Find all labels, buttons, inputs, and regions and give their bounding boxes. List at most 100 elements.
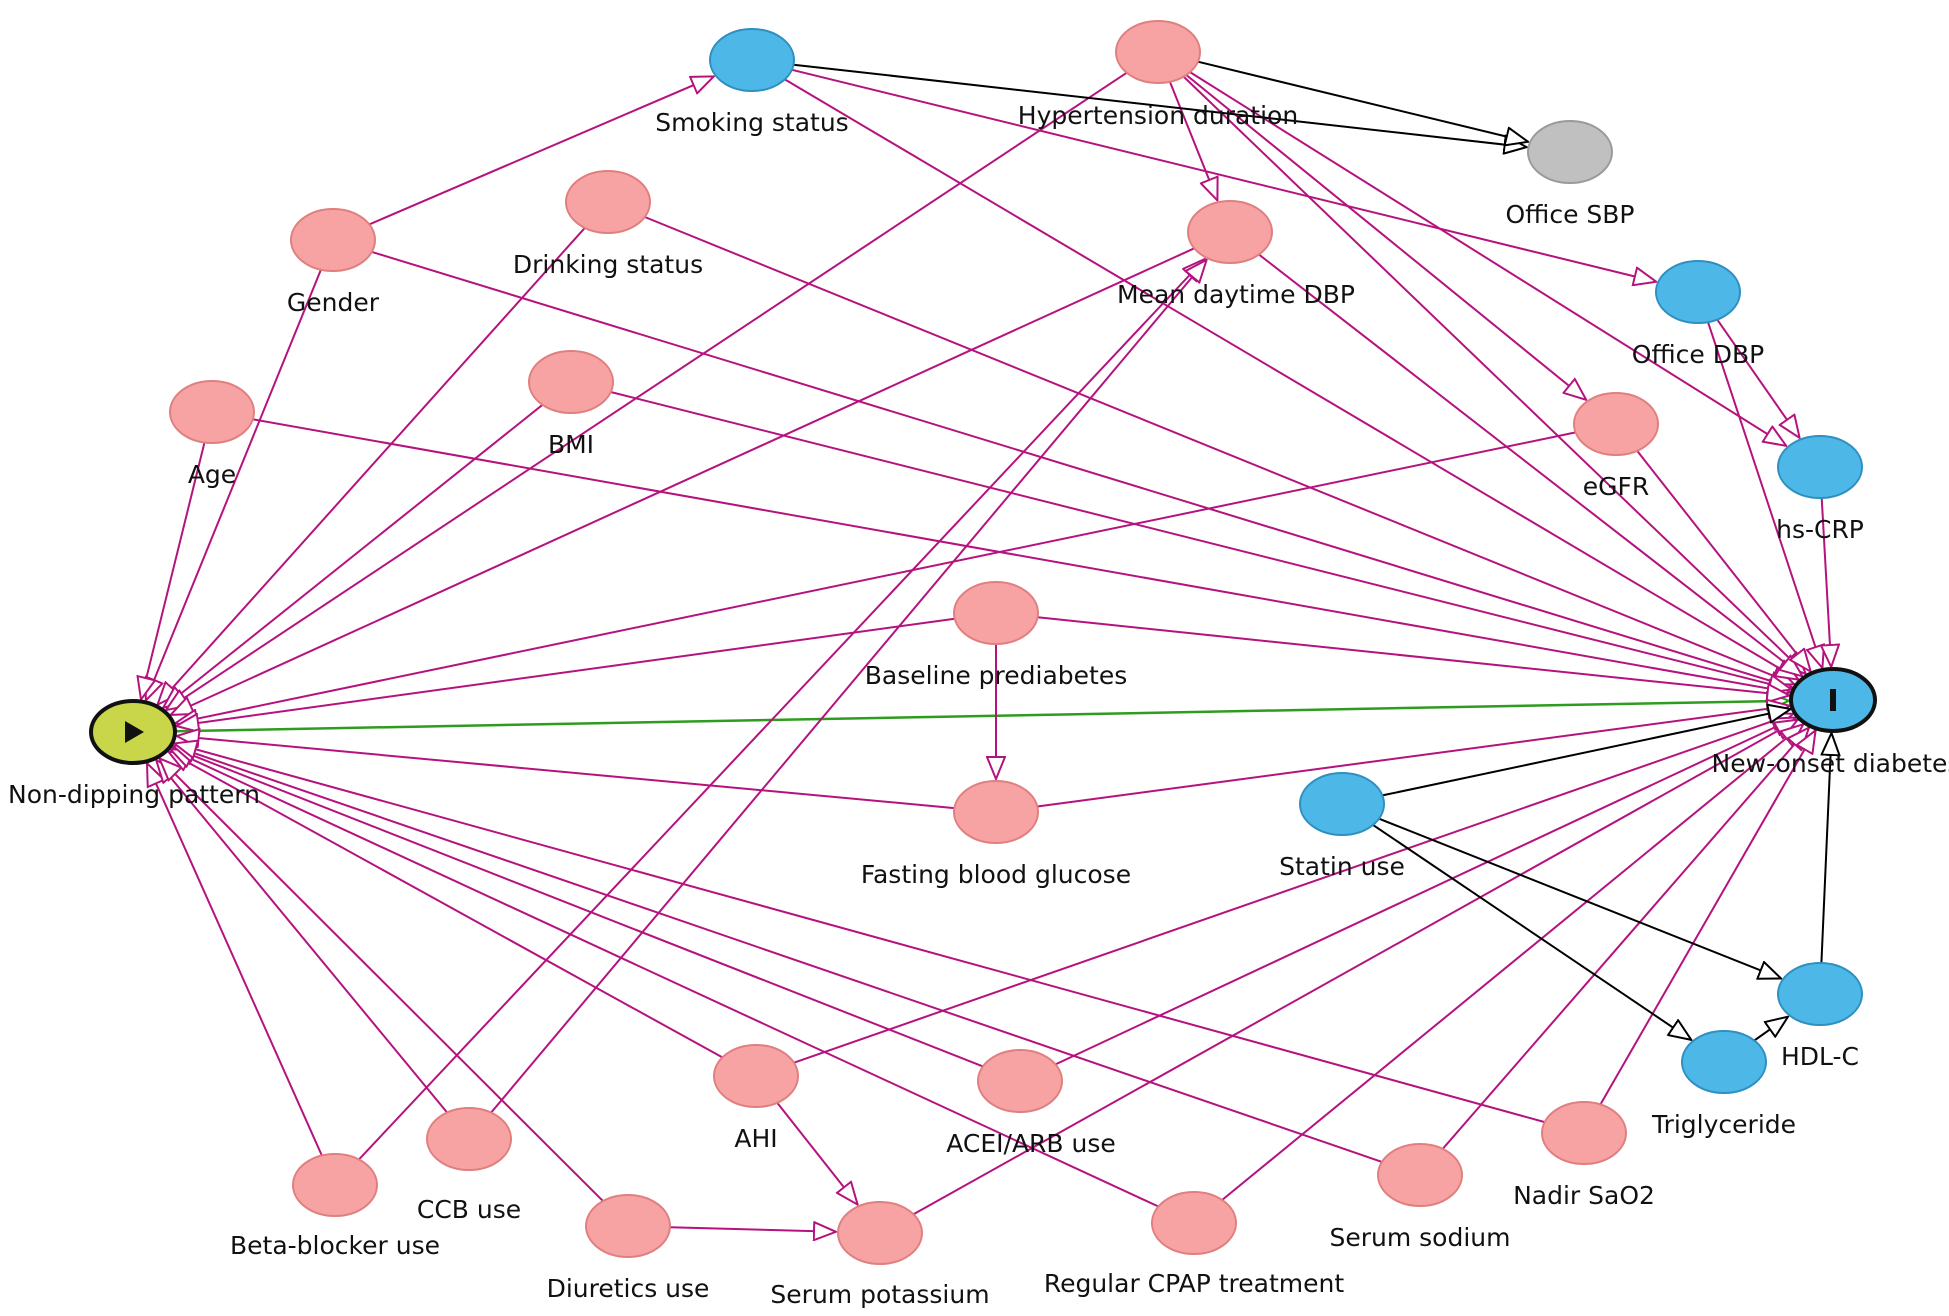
edge-diur-to-nondip: [159, 758, 604, 1202]
edge-statin-to-tg: [1372, 824, 1691, 1040]
node-drinking-label: Drinking status: [513, 250, 703, 279]
node-age: Age: [169, 380, 255, 489]
node-tg: Triglyceride: [1651, 1030, 1796, 1139]
node-ahi: AHI: [713, 1044, 799, 1153]
edge-htdur-to-offsbp: [1197, 60, 1528, 142]
node-mdbp: Mean daytime DBP: [1117, 200, 1355, 309]
node-nondip: Non-dipping pattern: [8, 699, 260, 809]
edge-fbg-to-nondip: [177, 736, 955, 810]
node-diur-label: Diuretics use: [547, 1274, 710, 1303]
edges: [141, 60, 1832, 1232]
node-bmi-label: BMI: [548, 430, 594, 459]
node-na-ellipse: [1377, 1143, 1463, 1207]
node-bmi: BMI: [528, 350, 614, 459]
edge-hscrp-to-newdiab: [1822, 497, 1832, 667]
edge-nondip-to-newdiab: [174, 701, 1789, 733]
edge-htdur-to-hscrp: [1189, 71, 1786, 446]
node-ahi-ellipse: [713, 1044, 799, 1108]
node-acei-label: ACEI/ARB use: [946, 1129, 1116, 1158]
node-beta: Beta-blocker use: [230, 1153, 440, 1260]
edge-beta-to-nondip: [147, 763, 323, 1157]
node-hscrp-ellipse: [1777, 435, 1863, 499]
node-k-label: Serum potassium: [770, 1280, 989, 1309]
node-age-label: Age: [188, 460, 236, 489]
node-statin-ellipse: [1299, 772, 1385, 836]
node-nondip-label: Non-dipping pattern: [8, 780, 260, 809]
node-offdbp: Office DBP: [1632, 260, 1764, 369]
node-offsbp: Office SBP: [1505, 120, 1635, 229]
node-egfr-ellipse: [1573, 392, 1659, 456]
edge-cpap-to-nondip: [170, 749, 1159, 1208]
edge-bmi-to-nondip: [163, 404, 544, 708]
node-sao2: Nadir SaO2: [1513, 1101, 1655, 1210]
edge-smoking-to-newdiab: [784, 78, 1799, 679]
node-hdl-label: HDL-C: [1781, 1042, 1859, 1071]
node-mdbp-ellipse: [1187, 200, 1273, 264]
edge-age-to-nondip: [141, 442, 206, 700]
node-k: Serum potassium: [770, 1201, 990, 1309]
edge-smoking-to-offsbp: [793, 63, 1527, 147]
node-acei-ellipse: [977, 1049, 1063, 1113]
edge-beta-to-mdbp: [358, 259, 1205, 1161]
edge-ahi-to-newdiab: [793, 714, 1793, 1064]
node-gender-ellipse: [290, 208, 376, 272]
node-statin: Statin use: [1279, 772, 1405, 881]
edge-bpre-to-newdiab: [1037, 616, 1790, 695]
edge-egfr-to-nondip: [175, 431, 1576, 723]
node-beta-ellipse: [292, 1153, 378, 1217]
edge-offdbp-to-hscrp: [1716, 319, 1799, 438]
edge-acei-to-newdiab: [1055, 718, 1796, 1066]
edge-sao2-to-newdiab: [1599, 730, 1815, 1105]
edge-acei-to-nondip: [172, 747, 984, 1068]
edge-mdbp-to-nondip: [171, 247, 1195, 715]
edge-ahi-to-k: [776, 1102, 857, 1205]
node-cpap-ellipse: [1151, 1191, 1237, 1255]
node-offsbp-ellipse: [1527, 120, 1613, 184]
node-offdbp-label: Office DBP: [1632, 340, 1764, 369]
node-ccb-ellipse: [426, 1107, 512, 1171]
node-fbg: Fasting blood glucose: [861, 780, 1131, 889]
node-ahi-label: AHI: [734, 1124, 777, 1153]
edge-ccb-to-mdbp: [490, 260, 1207, 1114]
node-bpre-label: Baseline prediabetes: [865, 661, 1128, 690]
edge-age-to-newdiab: [252, 418, 1790, 692]
node-hscrp: hs-CRP: [1776, 435, 1864, 544]
edge-fbg-to-newdiab: [1037, 706, 1789, 808]
bar-icon: [1830, 689, 1836, 711]
node-fbg-label: Fasting blood glucose: [861, 860, 1131, 889]
node-tg-label: Triglyceride: [1651, 1110, 1796, 1139]
node-hscrp-label: hs-CRP: [1776, 515, 1864, 544]
node-drinking: Drinking status: [513, 170, 703, 279]
play-icon: [125, 721, 144, 743]
node-hdl: HDL-C: [1777, 962, 1863, 1071]
node-bmi-ellipse: [528, 350, 614, 414]
edge-offdbp-to-newdiab: [1707, 321, 1822, 668]
node-diur: Diuretics use: [547, 1194, 710, 1303]
node-gender: Gender: [287, 208, 380, 317]
node-sao2-ellipse: [1541, 1101, 1627, 1165]
node-fbg-ellipse: [953, 780, 1039, 844]
edge-cpap-to-newdiab: [1221, 724, 1803, 1201]
node-offdbp-ellipse: [1655, 260, 1741, 324]
node-ccb: CCB use: [417, 1107, 521, 1224]
edge-htdur-to-newdiab: [1182, 75, 1806, 674]
node-beta-label: Beta-blocker use: [230, 1231, 440, 1260]
edge-tg-to-hdl: [1753, 1017, 1788, 1042]
node-offsbp-label: Office SBP: [1505, 200, 1634, 229]
edge-htdur-to-nondip: [166, 71, 1128, 710]
edge-drinking-to-newdiab: [644, 216, 1795, 684]
edge-mdbp-to-newdiab: [1258, 253, 1803, 677]
edge-statin-to-hdl: [1378, 817, 1781, 979]
node-ccb-label: CCB use: [417, 1195, 521, 1224]
node-acei: ACEI/ARB use: [946, 1049, 1116, 1158]
node-bpre: Baseline prediabetes: [865, 581, 1128, 690]
edge-egfr-to-newdiab: [1636, 450, 1811, 672]
node-cpap: Regular CPAP treatment: [1044, 1191, 1345, 1298]
edge-bmi-to-newdiab: [610, 391, 1792, 690]
node-htdur-label: Hypertension duration: [1018, 101, 1298, 130]
node-newdiab-label: New-onset diabetes: [1712, 749, 1949, 778]
node-cpap-label: Regular CPAP treatment: [1044, 1269, 1345, 1298]
edge-bpre-to-nondip: [176, 617, 955, 726]
node-k-ellipse: [837, 1201, 923, 1265]
